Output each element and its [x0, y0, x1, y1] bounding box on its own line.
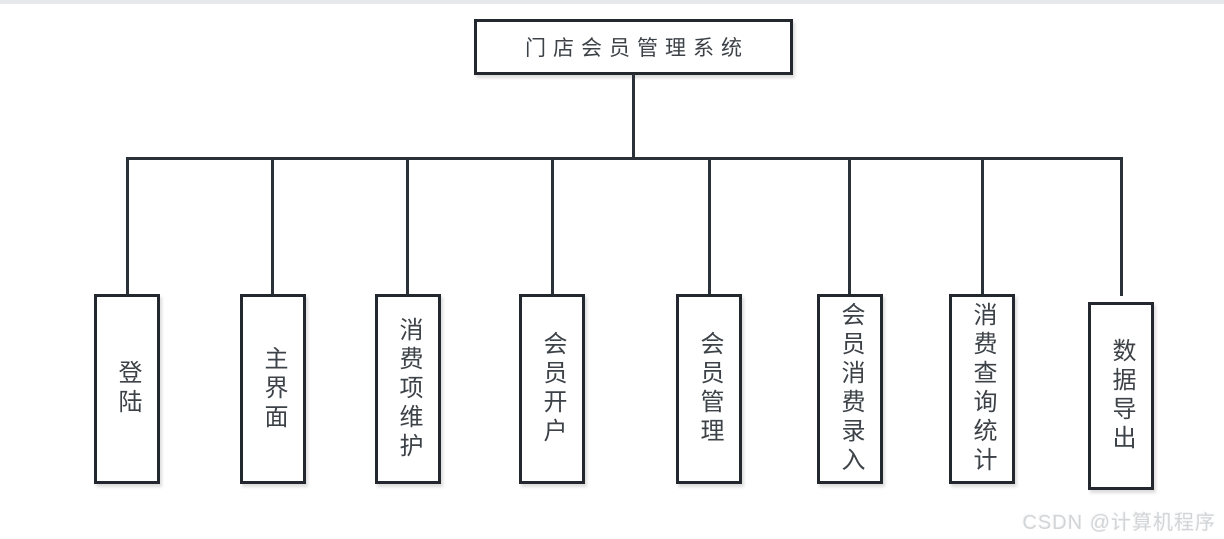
child-node-data-export: 数据导出 — [1088, 302, 1154, 490]
csdn-watermark: CSDN @计算机程序 — [1022, 512, 1216, 534]
connector-drop-consume-entry — [848, 157, 851, 296]
child-node-consume-item-maintain: 消费项维护 — [375, 294, 441, 484]
connector-drop-consume-item-maintain — [406, 157, 409, 296]
root-node-label: 门店会员管理系统 — [525, 37, 749, 60]
child-node-label: 消费项维护 — [395, 316, 422, 462]
connector-drop-main-ui — [271, 157, 274, 296]
child-node-label: 消费查询统计 — [969, 302, 996, 476]
root-node-store-member-system: 门店会员管理系统 — [474, 19, 793, 75]
child-node-label: 会员开户 — [539, 331, 566, 447]
connector-root-trunk — [632, 74, 635, 160]
connector-drop-member-manage — [708, 157, 711, 296]
connector-horizontal-bus — [126, 157, 1122, 160]
child-node-label: 主界面 — [260, 345, 287, 433]
child-node-label: 数据导出 — [1108, 338, 1135, 454]
child-node-label: 登陆 — [114, 360, 141, 418]
child-node-consume-entry: 会员消费录入 — [817, 294, 883, 484]
connector-drop-login — [126, 157, 129, 296]
page-top-border — [0, 0, 1224, 4]
child-node-label: 会员管理 — [696, 331, 723, 447]
child-node-member-open-account: 会员开户 — [519, 294, 585, 484]
child-node-consume-query-stats: 消费查询统计 — [949, 294, 1015, 484]
child-node-member-manage: 会员管理 — [676, 294, 742, 484]
child-node-main-ui: 主界面 — [240, 294, 306, 484]
child-node-login: 登陆 — [94, 294, 160, 484]
connector-drop-data-export — [1120, 157, 1123, 296]
connector-drop-member-open-account — [551, 157, 554, 296]
child-node-label: 会员消费录入 — [837, 302, 864, 476]
connector-drop-consume-query-stats — [981, 157, 984, 296]
